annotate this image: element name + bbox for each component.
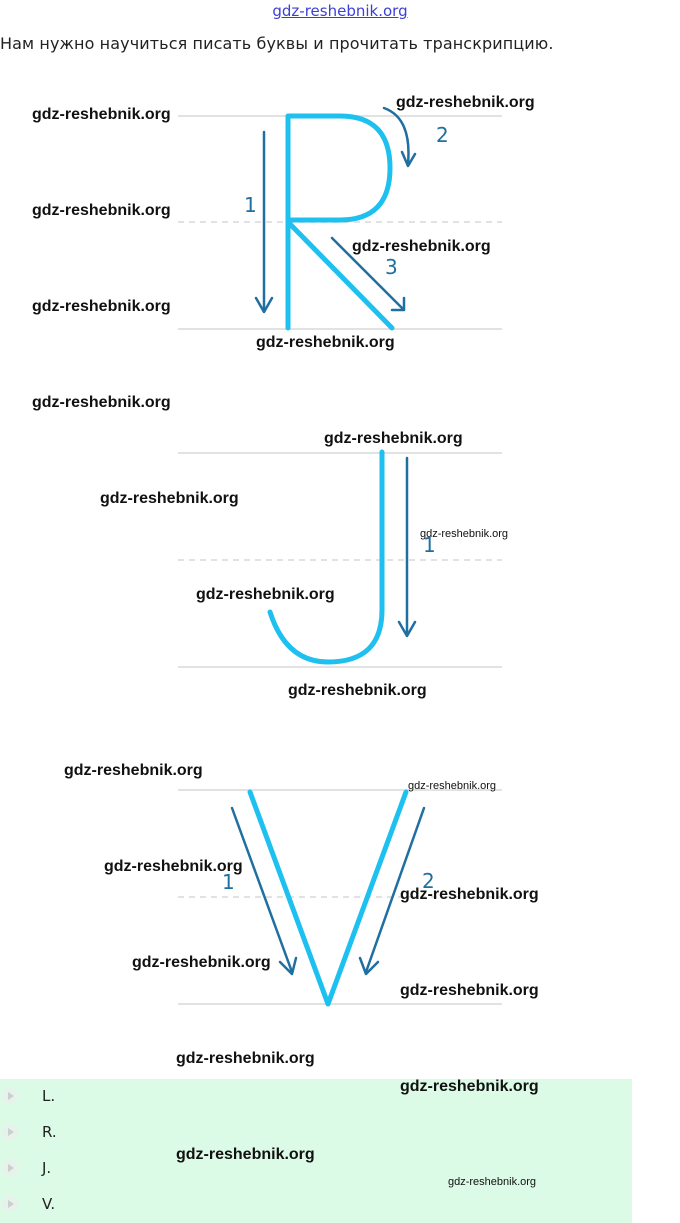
letter-r-strokes <box>285 113 395 331</box>
answers-panel: L. R. J. V. <box>0 1079 632 1223</box>
watermark: gdz-reshebnik.org <box>288 682 427 699</box>
watermark: gdz-reshebnik.org <box>32 298 171 315</box>
step-number: 2 <box>422 869 435 893</box>
step-number: 2 <box>436 123 449 147</box>
watermark: gdz-reshebnik.org <box>420 528 509 540</box>
watermark: gdz-reshebnik.org <box>400 982 539 999</box>
letter-j-arrows <box>397 456 417 638</box>
answer-text: L. <box>42 1087 56 1105</box>
letter-v-stroke <box>247 789 409 1007</box>
watermark: gdz-reshebnik.org <box>196 586 335 603</box>
letter-v-figure: 1 2 <box>178 789 502 1007</box>
watermark: gdz-reshebnik.org <box>32 202 171 219</box>
answer-row[interactable]: R. <box>0 1123 600 1143</box>
letter-j-stroke <box>267 449 385 665</box>
letter-v-arrows <box>230 806 426 976</box>
letter-j-figure: 1 <box>178 449 502 668</box>
watermark: gdz-reshebnik.org <box>324 430 463 447</box>
watermark: gdz-reshebnik.org <box>256 334 395 351</box>
watermark: gdz-reshebnik.org <box>448 1176 537 1188</box>
site-link[interactable]: gdz-reshebnik.org <box>272 2 408 20</box>
step-number: 3 <box>385 255 398 279</box>
letter-r-arrows <box>254 106 417 314</box>
watermark: gdz-reshebnik.org <box>176 1050 315 1067</box>
play-icon[interactable] <box>2 1160 18 1176</box>
letter-r-figure: 1 2 3 <box>178 106 502 331</box>
watermark: gdz-reshebnik.org <box>176 1146 315 1163</box>
watermark: gdz-reshebnik.org <box>132 954 271 971</box>
watermark: gdz-reshebnik.org <box>396 94 535 111</box>
watermark: gdz-reshebnik.org <box>352 238 491 255</box>
intro-text: Нам нужно научиться писать буквы и прочи… <box>0 34 554 53</box>
step-number: 1 <box>244 193 257 217</box>
watermark: gdz-reshebnik.org <box>400 1078 539 1095</box>
answer-row[interactable]: J. <box>0 1159 600 1179</box>
play-icon[interactable] <box>2 1124 18 1140</box>
answer-text: V. <box>42 1195 56 1213</box>
answer-text: R. <box>42 1123 57 1141</box>
step-number: 1 <box>222 870 235 894</box>
watermark: gdz-reshebnik.org <box>64 762 203 779</box>
play-icon[interactable] <box>2 1196 18 1212</box>
answer-row[interactable]: L. <box>0 1087 600 1107</box>
watermark: gdz-reshebnik.org <box>104 858 243 875</box>
watermark: gdz-reshebnik.org <box>100 490 239 507</box>
watermark: gdz-reshebnik.org <box>32 394 171 411</box>
watermark: gdz-reshebnik.org <box>400 886 539 903</box>
step-number: 1 <box>423 533 436 557</box>
answer-text: J. <box>42 1159 52 1177</box>
watermark: gdz-reshebnik.org <box>32 106 171 123</box>
play-icon[interactable] <box>2 1088 18 1104</box>
answer-row[interactable]: V. <box>0 1195 600 1215</box>
watermark: gdz-reshebnik.org <box>408 780 497 792</box>
